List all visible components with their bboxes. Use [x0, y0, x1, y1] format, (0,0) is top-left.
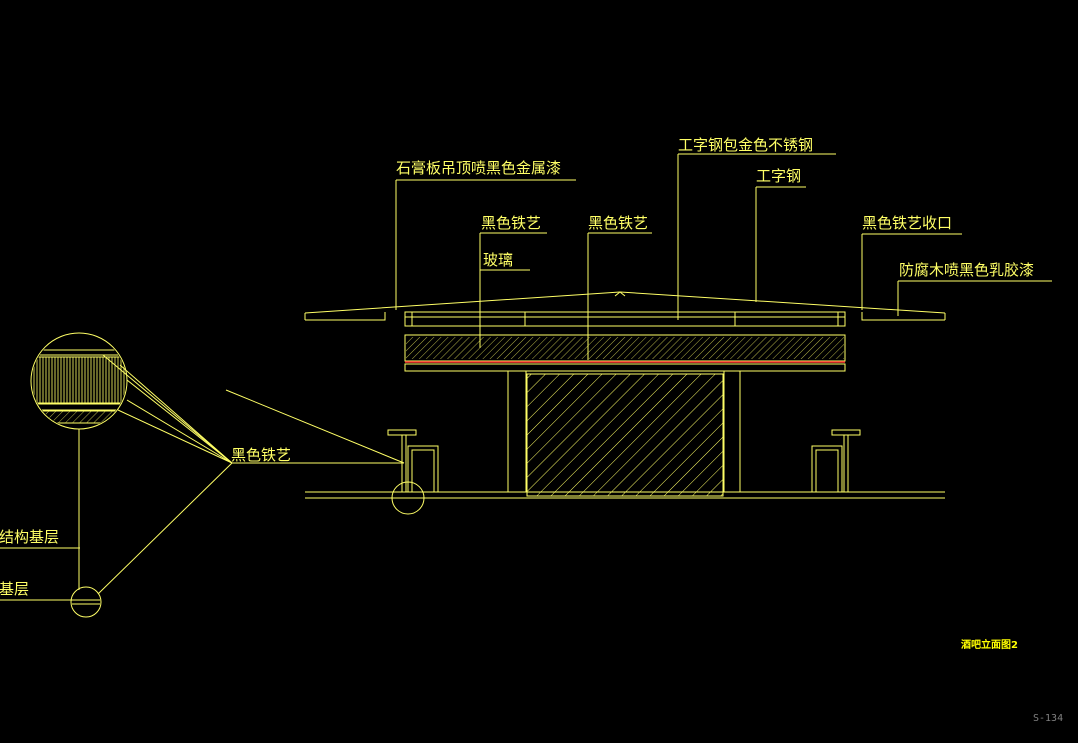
label-steel-base: 钢结构基层 — [0, 528, 60, 546]
label-black-iron-2: 黑色铁艺 — [588, 214, 649, 232]
label-preserved-wood: 防腐木喷黑色乳胶漆 — [899, 261, 1035, 279]
bar-counter-panel — [526, 373, 724, 497]
label-wood-base: 木基层 — [0, 580, 30, 598]
columns — [507, 371, 741, 492]
label-gypsum-ceiling: 石膏板吊顶喷黑色金属漆 — [396, 159, 562, 177]
roof-outline — [304, 291, 946, 321]
sheet-number: S-134 — [1033, 713, 1064, 724]
detail-leader-lines — [97, 354, 405, 595]
label-black-iron-detail: 黑色铁艺 — [231, 446, 292, 464]
bar-stool-right — [811, 429, 861, 493]
label-black-iron-1: 黑色铁艺 — [481, 214, 542, 232]
label-i-beam: 工字钢 — [756, 167, 802, 185]
bar-stool-left — [387, 429, 439, 515]
label-black-iron-trim: 黑色铁艺收口 — [862, 214, 953, 232]
label-glass: 玻璃 — [483, 251, 514, 269]
drawing-title: 酒吧立面图2 — [961, 640, 1018, 651]
label-leader-lines — [0, 153, 1052, 601]
label-i-beam-gold-steel: 工字钢包金色不锈钢 — [678, 136, 814, 154]
detail-callout-circle — [30, 332, 128, 618]
canopy-bands — [404, 311, 846, 372]
